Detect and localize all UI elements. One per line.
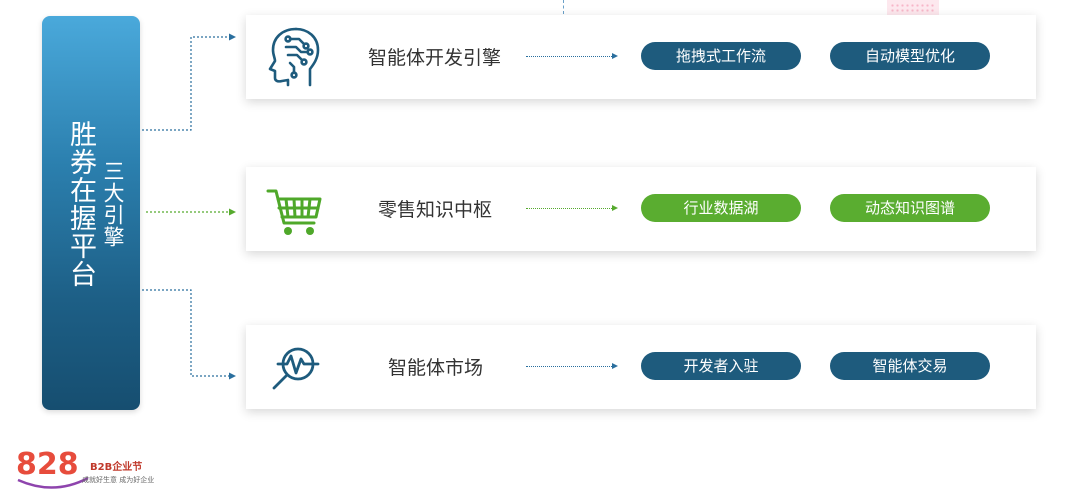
shopping-cart-icon bbox=[266, 177, 324, 239]
connector-to-engine-1 bbox=[142, 36, 230, 131]
tag-pill: 自动模型优化 bbox=[830, 42, 990, 70]
platform-subtitle: 三大引擎 bbox=[101, 160, 125, 248]
engine-title: 智能体开发引擎 bbox=[368, 47, 502, 69]
connector-arrowhead-1 bbox=[229, 33, 236, 41]
magnifier-pulse-icon bbox=[266, 335, 324, 397]
tag-pill: 开发者入驻 bbox=[641, 352, 801, 380]
engine-arrow bbox=[526, 363, 618, 369]
engine-card-agent-market: 智能体市场 开发者入驻 智能体交易 bbox=[246, 325, 1036, 409]
engine-title: 智能体市场 bbox=[388, 357, 484, 379]
engine-title: 零售知识中枢 bbox=[378, 199, 493, 221]
logo-slogan: 成就好生意 成为好企业 bbox=[82, 476, 155, 484]
engine-card-agent-dev: 智能体开发引擎 拖拽式工作流 自动模型优化 bbox=[246, 15, 1036, 99]
logo-name: B2B企业节 bbox=[90, 462, 143, 473]
platform-panel bbox=[42, 16, 140, 410]
tag-pill: 动态知识图谱 bbox=[830, 194, 990, 222]
connector-to-engine-3 bbox=[142, 289, 230, 377]
tag-pill: 拖拽式工作流 bbox=[641, 42, 801, 70]
engine-card-retail-knowledge: 零售知识中枢 行业数据湖 动态知识图谱 bbox=[246, 167, 1036, 251]
tag-pill: 行业数据湖 bbox=[641, 194, 801, 222]
engine-arrow bbox=[526, 53, 618, 59]
brand-logo: 828 bbox=[14, 440, 174, 496]
decorative-pink-pattern bbox=[887, 0, 939, 16]
logo-number: 828 bbox=[16, 447, 79, 482]
connector-arrowhead-3 bbox=[229, 372, 236, 380]
ai-head-circuit-icon bbox=[266, 25, 324, 87]
connector-arrowhead-2 bbox=[229, 208, 236, 216]
platform-title: 胜券在握平台 bbox=[65, 120, 96, 288]
decorative-dashed-line bbox=[563, 0, 564, 14]
engine-arrow bbox=[526, 205, 618, 211]
tag-pill: 智能体交易 bbox=[830, 352, 990, 380]
